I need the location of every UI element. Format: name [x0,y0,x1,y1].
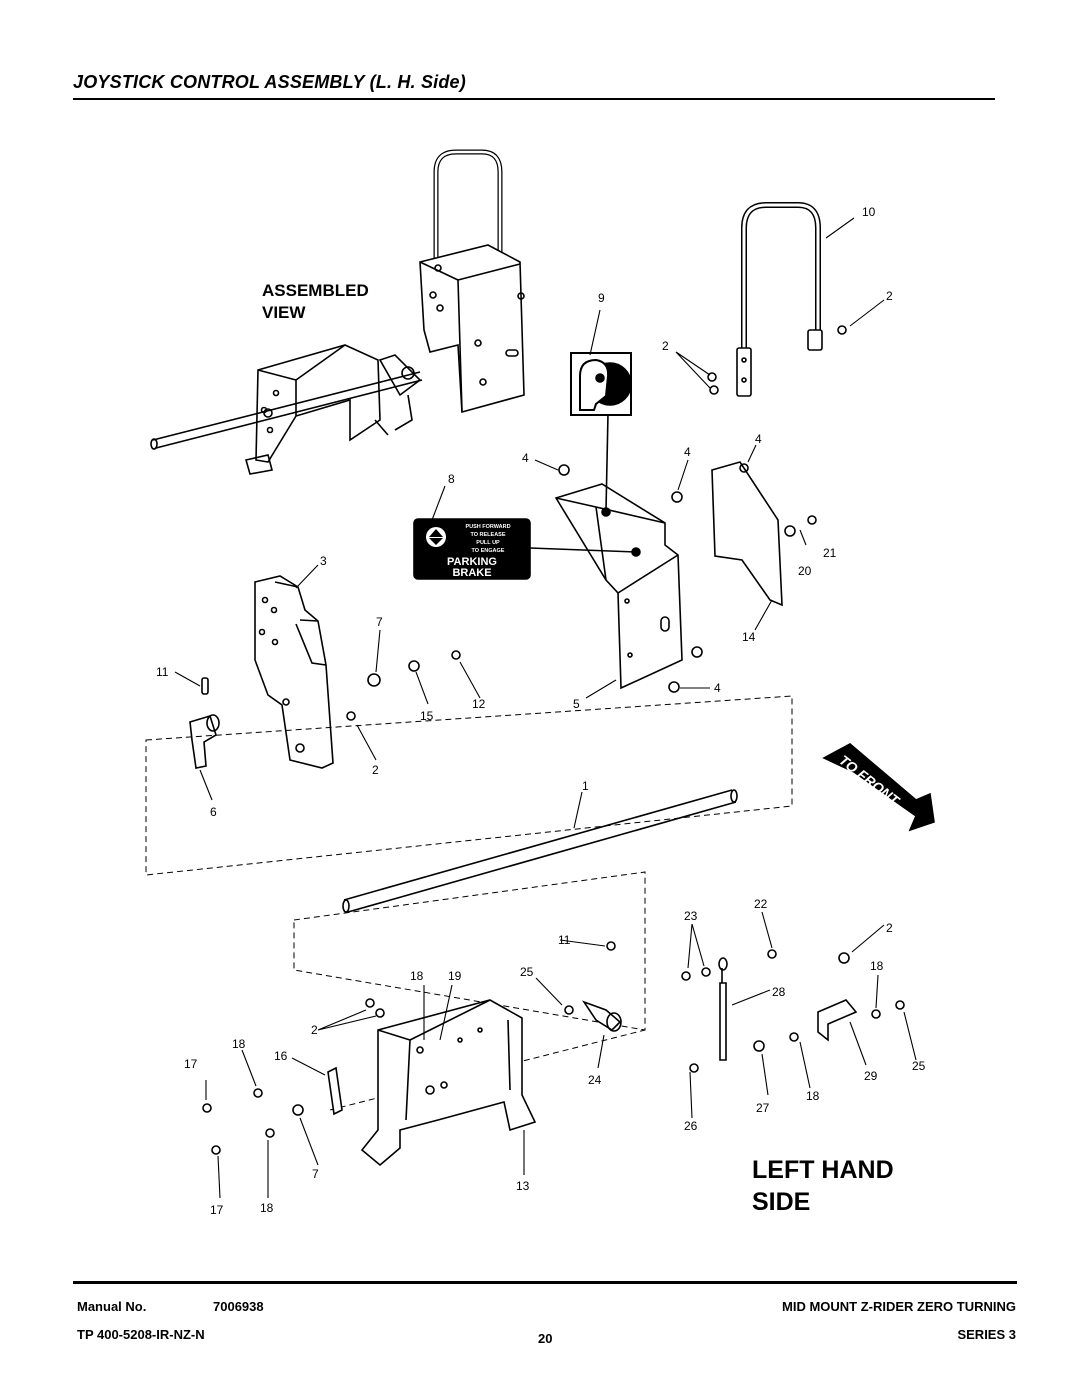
page-title: JOYSTICK CONTROL ASSEMBLY (L. H. Side) [73,72,466,92]
callout-25: 25 [520,965,534,979]
callout-2: 2 [662,339,669,353]
decal-line3: PULL UP [476,540,500,546]
callout-9: 9 [598,291,605,305]
tp-code: TP 400-5208-IR-NZ-N [77,1327,205,1342]
callout-18: 18 [870,959,884,973]
callout-12: 12 [472,697,486,711]
callout-2: 2 [886,289,893,303]
handle-part [741,202,821,348]
callout-7: 7 [376,615,383,629]
callout-20: 20 [798,564,812,578]
callout-25: 25 [912,1059,926,1073]
assembled-bracket [255,344,381,463]
callout-28: 28 [772,985,786,999]
link-16 [327,1066,343,1116]
callout-6: 6 [210,805,217,819]
callout-18: 18 [806,1089,820,1103]
callout-2: 2 [311,1023,318,1037]
dashed-box-upper [145,695,793,876]
parking-brake-decal-text: PUSH FORWARD TO RELEASE PULL UP TO ENGAG… [426,524,511,579]
bracket-24 [581,1000,622,1032]
side-label-line2: SIDE [752,1188,810,1216]
left-plate [254,575,334,769]
manual-label: Manual No. [77,1299,147,1314]
model-name: MID MOUNT Z-RIDER ZERO TURNING [782,1299,1016,1314]
callout-16: 16 [274,1049,288,1063]
callout-4: 4 [755,432,762,446]
callout-18: 18 [232,1037,246,1051]
hardware-items [202,325,905,1155]
decal-line6: BRAKE [452,567,491,579]
assembled-view-line1: ASSEMBLED [262,281,369,300]
callout-21: 21 [823,546,837,560]
callout-1: 1 [582,779,589,793]
gas-spring [719,968,727,1061]
callout-19: 19 [448,969,462,983]
callout-11: 11 [558,933,571,947]
callout-3: 3 [320,554,327,568]
callout-27: 27 [756,1101,770,1115]
decal-line1: PUSH FORWARD [465,524,510,530]
callout-18: 18 [410,969,424,983]
callout-22: 22 [754,897,768,911]
callout-17: 17 [210,1203,224,1217]
callout-5: 5 [573,697,580,711]
manual-number: 7006938 [213,1299,264,1314]
callout-2: 2 [372,763,379,777]
page-number: 20 [538,1331,553,1346]
callout-26: 26 [684,1119,698,1133]
callout-29: 29 [864,1069,878,1083]
callout-4: 4 [714,681,721,695]
callout-10: 10 [862,205,876,219]
assembled-shaft [152,371,423,449]
bracket-29 [817,999,858,1042]
callout-23: 23 [684,909,698,923]
callout-17: 17 [184,1057,198,1071]
callout-11: 11 [156,665,169,679]
callout-8: 8 [448,472,455,486]
decal-line5: PARKING [447,556,497,568]
footer-rule [73,1281,1017,1284]
title-rule [73,98,995,100]
callout-24: 24 [588,1073,602,1087]
callout-4: 4 [684,445,691,459]
callout-4: 4 [522,451,529,465]
series-label: SERIES 3 [957,1327,1016,1342]
lower-bracket [360,999,537,1167]
callout-7: 7 [312,1167,319,1181]
callout-18: 18 [260,1201,274,1215]
callout-14: 14 [742,630,756,644]
shaft-part [343,789,737,913]
to-front-arrow [822,743,935,832]
side-label-line1: LEFT HAND [752,1156,894,1184]
callout-2: 2 [886,921,893,935]
assembled-view-line2: VIEW [262,303,306,322]
decal-line4: TO ENGAGE [472,548,505,554]
callout-13: 13 [516,1179,530,1193]
console-panel [554,483,683,690]
decal-line2: TO RELEASE [470,532,505,538]
callout-15: 15 [420,709,434,723]
cover-plate [711,461,783,607]
leader-lines [174,217,917,1199]
pivot-lever [189,715,217,769]
callout-numbers: 10 2 9 2 4 4 4 8 3 21 20 7 14 11 12 15 5… [156,205,926,1217]
